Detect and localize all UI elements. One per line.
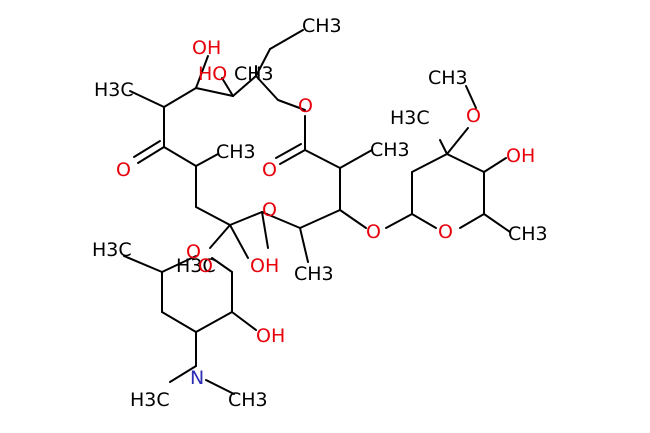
lactone-o-label: O [298,95,313,117]
bond [459,213,485,229]
bond [229,224,249,259]
bond [483,157,507,173]
desosamine-ch3-label: H3C [92,239,132,261]
ring-ch3-bottom-label: CH3 [294,263,334,285]
bond [137,146,165,164]
ring-o-ch3-label: H3C [176,255,216,277]
bond [299,227,309,263]
amine-ch3-right-label: CH3 [228,389,268,411]
bond [411,153,448,173]
bond [129,90,165,108]
ring-o-overlap-label: O [198,255,213,277]
desosamine-ring-o-label: O [262,199,277,221]
bond [483,213,511,233]
bond [385,213,413,229]
sugar-ch3-left-label: H3C [390,107,430,129]
bond [229,211,263,226]
atom-label-layer: CH3 HO CH3 OH H3C O CH3 O O CH3 O CH3 H3… [92,15,548,411]
bond [275,143,302,159]
bond [255,75,279,101]
bond [161,311,197,333]
glycoside-o-left-label: O [186,241,201,263]
bond [123,255,163,273]
bond [195,153,219,167]
bond [211,257,233,273]
ketone-o-label: O [116,159,131,181]
bond [161,255,197,273]
bond [163,87,197,108]
bond [205,379,235,395]
ester-carbonyl-o-label: O [262,159,277,181]
bond [304,149,341,169]
bond [277,99,306,111]
bond [299,209,341,229]
ring-methyl-left-label: H3C [94,79,134,101]
sugar-hydroxyl-label: OH [506,145,535,167]
methoxy-ch3-label: CH3 [428,67,468,89]
bond [231,311,257,331]
bond [465,85,477,109]
amine-ch3-left-label: H3C [130,389,170,411]
bond [446,127,469,155]
ethyl-ch3-label: CH3 [302,15,342,37]
amine-n-label: N [190,367,204,389]
bond [195,206,231,226]
glycoside-o-right-label: O [366,221,381,243]
bond-layer [123,29,511,395]
bond [339,209,367,229]
bond [195,311,233,333]
bond [163,146,197,167]
ester-alpha-ch3-label: CH3 [370,139,410,161]
ring-hydroxyl-label: HO [198,63,227,85]
cladinose-ring-o-label: O [438,221,453,243]
bond [339,149,373,169]
bond [133,140,161,158]
methoxy-o-label: O [466,105,481,127]
bond [439,139,448,155]
bond [169,365,197,383]
bond [195,55,209,89]
bond [232,75,257,97]
bond [269,29,304,50]
desosamine-hydroxyl-label: OH [256,325,285,347]
bond [255,48,271,77]
ring-oh-overlap-label: OH [250,255,279,277]
bond [279,149,306,165]
alpha-ch3-label: CH3 [216,141,256,163]
bond [261,211,269,249]
top-hydroxyl-label: OH [192,37,221,59]
bond [221,77,234,97]
bond [195,87,234,97]
bond [209,224,231,249]
bond [411,213,437,229]
cladinose-ch3-label: CH3 [508,223,548,245]
bond [446,153,485,173]
ring-ch3-quaternary-label: CH3 [234,63,274,85]
bond [261,211,301,229]
